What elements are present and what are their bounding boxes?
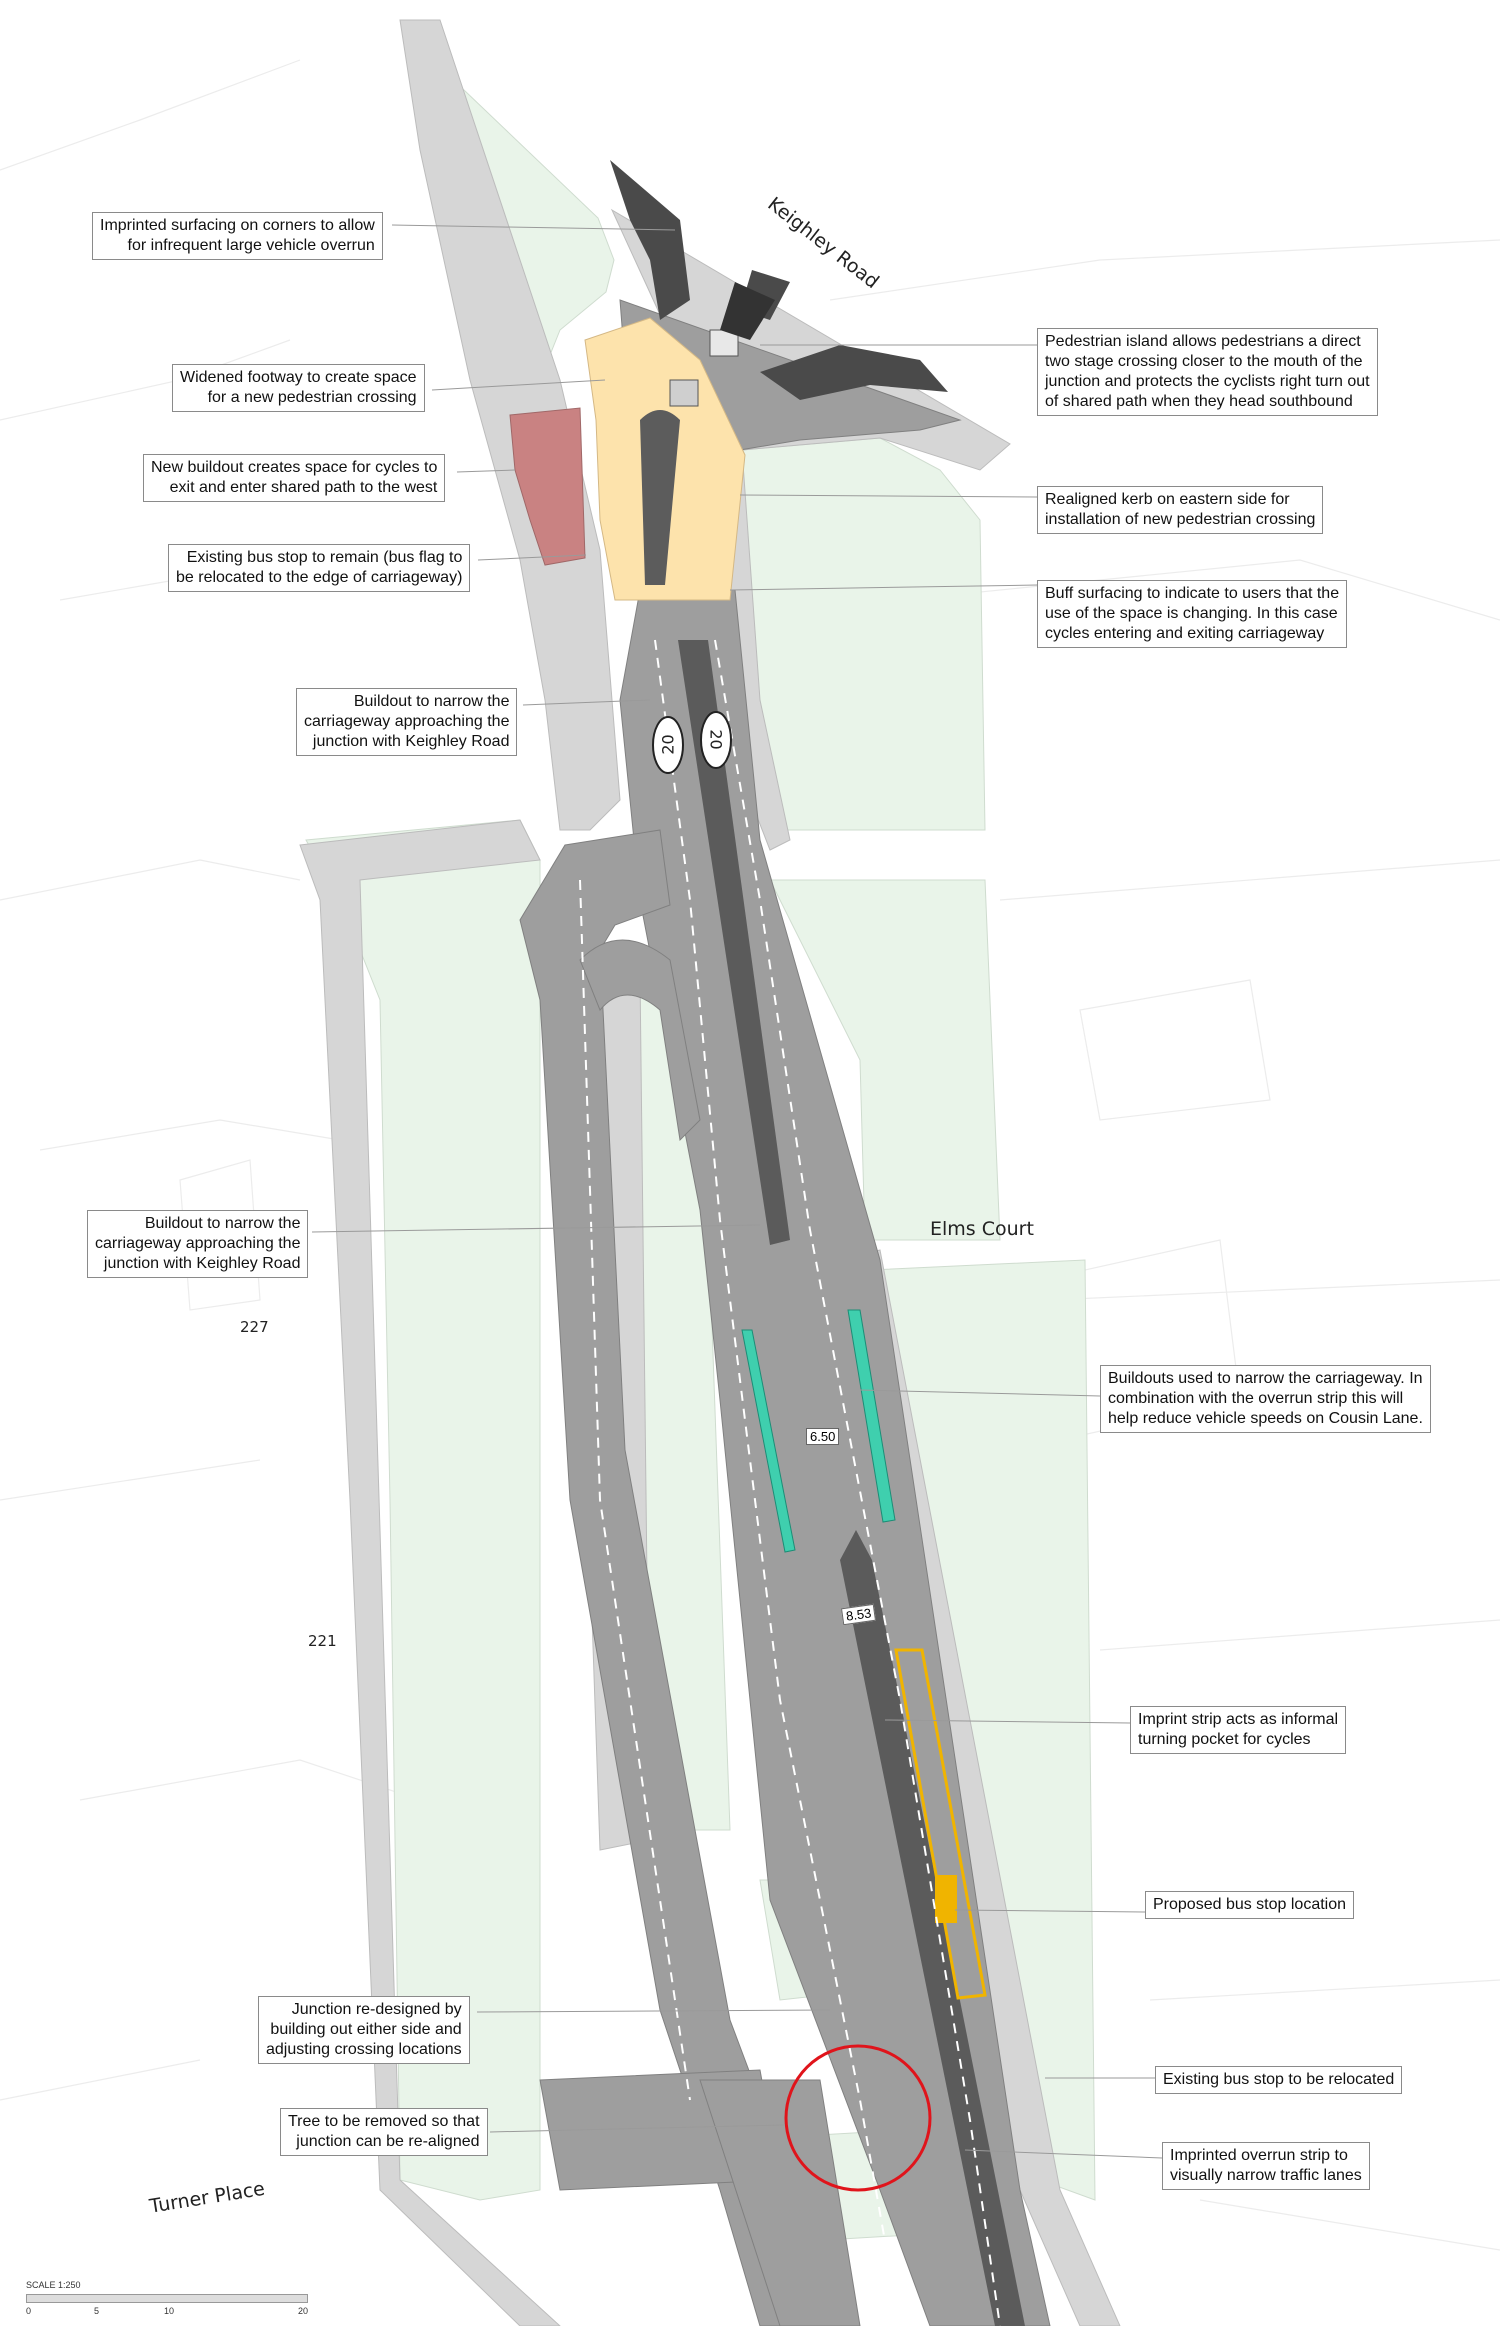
leader-lines — [311, 224, 1163, 2159]
imprinted-corners — [610, 160, 948, 400]
speed-marking-20-b: 20 — [706, 729, 726, 750]
tree-removal-circle — [784, 2044, 932, 2192]
scale-bar: SCALE 1:250 0 5 10 20 — [26, 2280, 309, 2320]
footway-west-top — [399, 19, 621, 831]
scale-tick-0: 0 — [26, 2306, 32, 2316]
carriageway-lower-arm — [699, 2079, 861, 2326]
carriageway-upper-island-loop — [579, 939, 701, 1142]
overrun-tip — [840, 1530, 872, 1560]
annotation-buildouts-cousin-lane: Buildouts used to narrow the carriageway… — [1100, 1365, 1431, 1433]
scale-tick-10: 10 — [164, 2306, 175, 2316]
annotation-widened-footway: Widened footway to create space for a ne… — [172, 364, 425, 412]
annotation-imprint-strip: Imprint strip acts as informal turning p… — [1130, 1706, 1347, 1754]
annotation-existing-bus-stop-remain: Existing bus stop to remain (bus flag to… — [168, 544, 471, 592]
speed-roundels — [652, 711, 732, 774]
street-name-elms-court: Elms Court — [930, 1218, 1034, 1240]
green-east-strip — [769, 879, 1001, 1241]
annotation-existing-bus-stop-relocated: Existing bus stop to be relocated — [1155, 2066, 1403, 2094]
annotation-proposed-bus-stop: Proposed bus stop location — [1145, 1891, 1355, 1919]
teal-buildout-west — [741, 1329, 796, 1553]
overrun-strip-lower — [840, 1560, 1025, 2326]
buff-inner-island — [640, 410, 680, 585]
annotation-buildout-keighley-2: Buildout to narrow the carriageway appro… — [87, 1210, 309, 1278]
dimension-width-6-50: 6.50 — [806, 1428, 840, 1445]
pedestrian-island — [669, 282, 775, 407]
teal-buildout-east — [847, 1309, 896, 1523]
speed-marking-20-a: 20 — [658, 734, 678, 755]
annotation-junction-redesigned: Junction re-designed by building out eit… — [258, 1996, 470, 2064]
annotation-imprinted-corners: Imprinted surfacing on corners to allow … — [92, 212, 383, 260]
scale-title: SCALE 1:250 — [26, 2280, 81, 2290]
annotation-tree-removed: Tree to be removed so that junction can … — [280, 2108, 488, 2156]
lane-markings — [579, 639, 1001, 2326]
overrun-strip-upper — [678, 640, 790, 1245]
plot-number-227: 227 — [240, 1318, 269, 1336]
annotation-realigned-kerb: Realigned kerb on eastern side for insta… — [1037, 486, 1324, 534]
scale-tick-5: 5 — [94, 2306, 100, 2316]
scale-bar-graphic — [26, 2294, 308, 2303]
scale-tick-20: 20 — [298, 2306, 309, 2316]
footway-west-main — [299, 819, 561, 2326]
annotation-overrun-strip: Imprinted overrun strip to visually narr… — [1162, 2142, 1370, 2190]
annotation-buildout-keighley-1: Buildout to narrow the carriageway appro… — [296, 688, 518, 756]
annotation-buff-surfacing: Buff surfacing to indicate to users that… — [1037, 580, 1348, 648]
annotation-pedestrian-island: Pedestrian island allows pedestrians a d… — [1037, 328, 1378, 416]
plot-number-221: 221 — [308, 1632, 337, 1650]
annotation-new-buildout: New buildout creates space for cycles to… — [143, 454, 446, 502]
